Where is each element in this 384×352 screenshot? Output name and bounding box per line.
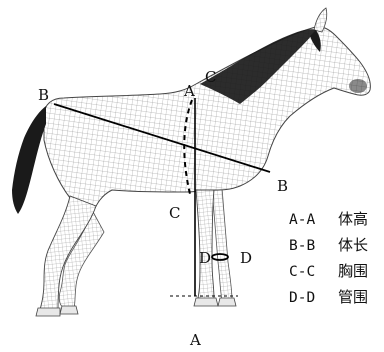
legend: A-A 体高 B-B 体长 C-C 胸围 D-D 管围 <box>289 210 368 306</box>
near-fore-leg <box>196 190 214 301</box>
far-fore-leg <box>212 188 232 300</box>
legend-item: A-A 体高 <box>289 210 368 228</box>
legend-item: C-C 胸围 <box>289 262 368 280</box>
label-d-left: D <box>199 249 211 267</box>
legend-item: D-D 管围 <box>289 288 368 306</box>
horse-body <box>44 27 370 214</box>
legend-code: D-D <box>289 290 315 306</box>
legend-term: 胸围 <box>338 262 368 280</box>
hoof <box>36 308 60 316</box>
hoof <box>60 306 78 314</box>
legend-code: C-C <box>289 264 315 280</box>
label-c-bottom: C <box>169 204 180 222</box>
label-a-top: A <box>183 82 195 100</box>
label-c-top: C <box>205 68 216 86</box>
horse-figure <box>12 8 370 316</box>
hoof <box>194 298 218 306</box>
legend-term: 体高 <box>338 210 368 228</box>
label-b-right: B <box>277 177 288 195</box>
label-d-right: D <box>240 249 252 267</box>
hoof <box>218 298 236 306</box>
label-a-bottom: A <box>189 331 201 349</box>
label-b-left: B <box>38 86 49 104</box>
muzzle <box>349 79 367 93</box>
legend-term: 体长 <box>338 236 368 254</box>
tail <box>12 106 46 214</box>
legend-code: B-B <box>289 238 315 254</box>
legend-code: A-A <box>289 212 315 228</box>
legend-item: B-B 体长 <box>289 236 368 254</box>
legend-term: 管围 <box>338 288 368 306</box>
